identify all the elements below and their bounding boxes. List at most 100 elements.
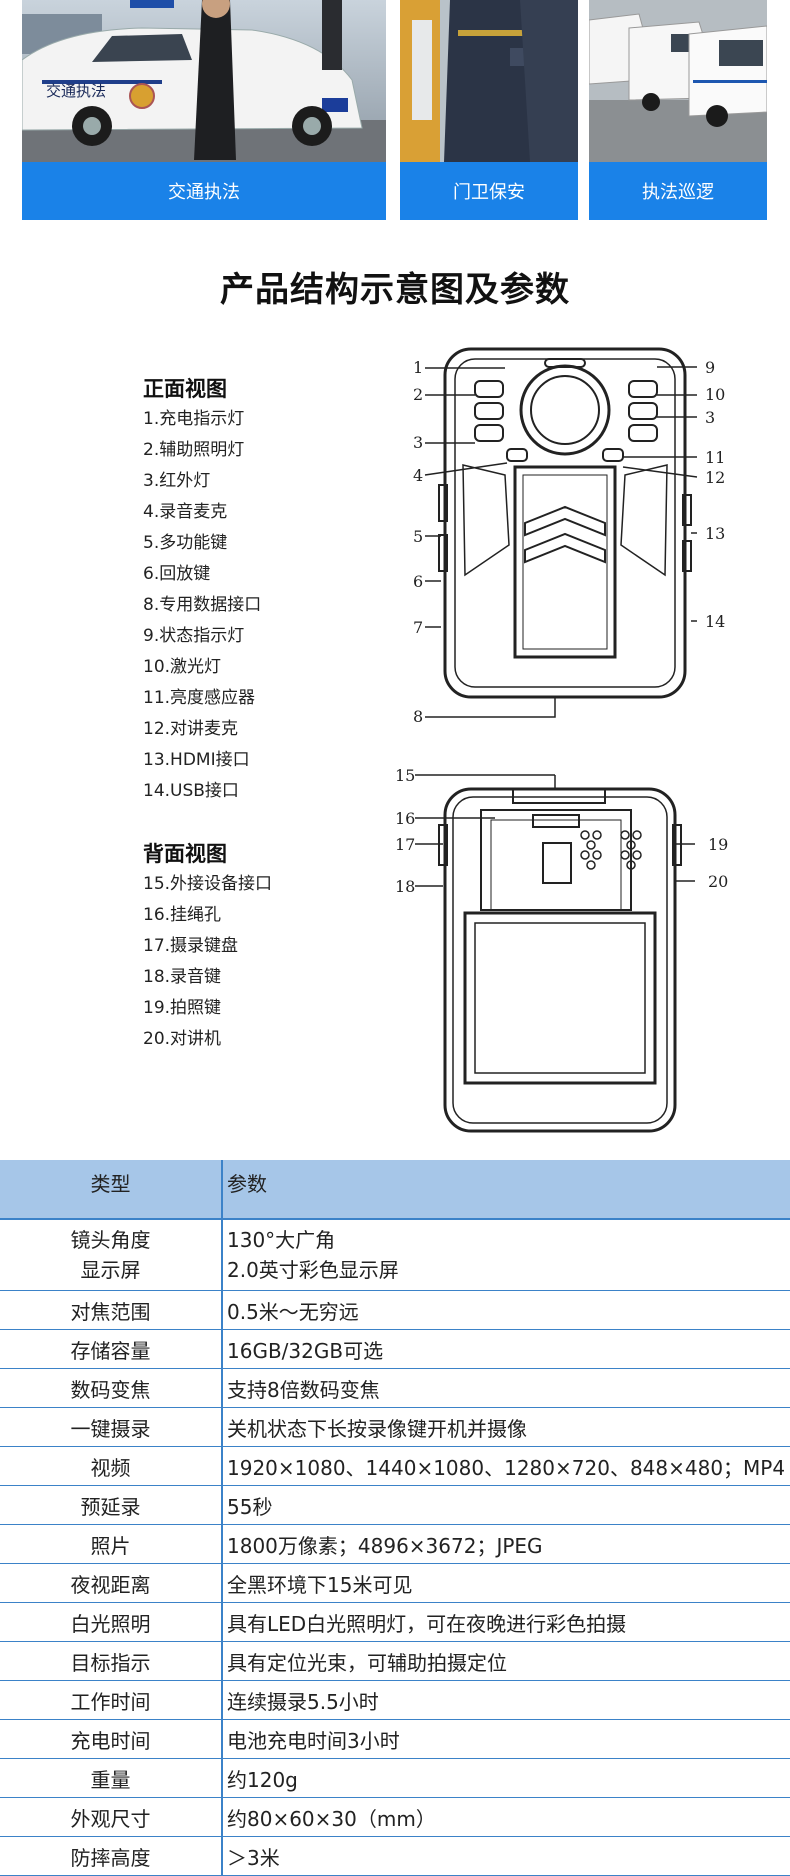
list-item: 20.对讲机: [143, 1029, 222, 1049]
row-value: 1920×1080、1440×1080、1280×720、848×480；MP4: [222, 1446, 790, 1486]
list-item: 5.多功能键: [143, 533, 228, 553]
front-view-title: 正面视图: [143, 377, 227, 401]
callout-label: 7: [413, 618, 423, 637]
row-key: 存储容量: [0, 1329, 223, 1369]
scene-card-patrol: 执法巡逻: [589, 0, 767, 220]
callout-label: 17: [395, 835, 415, 854]
list-item: 9.状态指示灯: [143, 626, 245, 646]
row-value: 16GB/32GB可选: [222, 1329, 790, 1369]
row-key: 白光照明: [0, 1602, 223, 1642]
header-key: 类型: [0, 1160, 223, 1220]
list-item: 14.USB接口: [143, 781, 239, 801]
table-row: 镜头角度 显示屏 130°大广角 2.0英寸彩色显示屏: [0, 1219, 790, 1291]
callout-label: 19: [708, 835, 728, 854]
callout-label: 16: [395, 809, 415, 828]
callout-label: 20: [708, 872, 728, 891]
row-value: 支持8倍数码变焦: [222, 1368, 790, 1408]
callout-label: 10: [705, 385, 725, 404]
callout-label: 12: [705, 468, 725, 487]
callout-label: 9: [705, 358, 715, 377]
table-row: 一键摄录关机状态下长按录像键开机并摄像: [0, 1407, 790, 1447]
callout-label: 4: [413, 466, 423, 485]
scene-label: 交通执法: [22, 162, 386, 220]
table-row: 外观尺寸约80×60×30（mm）: [0, 1797, 790, 1837]
list-item: 10.激光灯: [143, 657, 222, 677]
list-item: 18.录音键: [143, 967, 222, 987]
row-value: 全黑环境下15米可见: [222, 1563, 790, 1603]
header-value: 参数: [222, 1160, 790, 1220]
callout-label: 6: [413, 572, 423, 591]
scene-card-traffic: 交通执法: [22, 0, 386, 220]
security-guard-photo: [400, 0, 578, 162]
callout-label: 18: [395, 877, 415, 896]
list-item: 8.专用数据接口: [143, 595, 262, 615]
callout-label: 3: [705, 408, 715, 427]
row-value: 1800万像素；4896×3672；JPEG: [222, 1524, 790, 1564]
table-row: 数码变焦支持8倍数码变焦: [0, 1368, 790, 1408]
row-key: 照片: [0, 1524, 223, 1564]
row-key: 视频: [0, 1446, 223, 1486]
callout-label: 8: [413, 707, 423, 726]
table-row: 重量约120g: [0, 1758, 790, 1798]
list-item: 19.拍照键: [143, 998, 222, 1018]
row-value: 具有LED白光照明灯，可在夜晚进行彩色拍摄: [222, 1602, 790, 1642]
row-value: ＞3米: [222, 1836, 790, 1876]
row-value: 连续摄录5.5小时: [222, 1680, 790, 1720]
list-item: 12.对讲麦克: [143, 719, 239, 739]
list-item: 16.挂绳孔: [143, 905, 222, 925]
list-item: 1.充电指示灯: [143, 409, 245, 429]
callout-label: 15: [395, 766, 415, 785]
row-value: 约80×60×30（mm）: [222, 1797, 790, 1837]
row-key: 显示屏: [80, 1258, 141, 1282]
callout-label: 11: [705, 448, 725, 467]
scene-label: 执法巡逻: [589, 162, 767, 220]
patrol-vans-photo: [589, 0, 767, 162]
list-item: 2.辅助照明灯: [143, 440, 245, 460]
scene-label: 门卫保安: [400, 162, 578, 220]
row-value: 电池充电时间3小时: [222, 1719, 790, 1759]
front-view-list: 1.充电指示灯 2.辅助照明灯 3.红外灯 4.录音麦克 5.多功能键 6.回放…: [143, 404, 261, 807]
row-key: 防摔高度: [0, 1836, 223, 1876]
callout-label: 3: [413, 433, 423, 452]
row-value: 关机状态下长按录像键开机并摄像: [222, 1407, 790, 1447]
table-row: 充电时间电池充电时间3小时: [0, 1719, 790, 1759]
table-row: 工作时间连续摄录5.5小时: [0, 1680, 790, 1720]
row-key: 镜头角度: [70, 1228, 151, 1252]
list-item: 17.摄录键盘: [143, 936, 239, 956]
table-row: 防摔高度＞3米: [0, 1836, 790, 1876]
row-value: 55秒: [222, 1485, 790, 1525]
table-row: 目标指示具有定位光束，可辅助拍摄定位: [0, 1641, 790, 1681]
section-title: 产品结构示意图及参数: [220, 270, 570, 310]
row-value: 130°大广角: [227, 1228, 336, 1252]
row-key: 外观尺寸: [0, 1797, 223, 1837]
row-key: 夜视距离: [0, 1563, 223, 1603]
list-item: 13.HDMI接口: [143, 750, 250, 770]
callout-label: 2: [413, 385, 423, 404]
callout-label: 13: [705, 524, 725, 543]
row-value: 具有定位光束，可辅助拍摄定位: [222, 1641, 790, 1681]
row-value: 2.0英寸彩色显示屏: [227, 1258, 399, 1282]
car-door-text: 交通执法: [46, 82, 107, 100]
traffic-police-photo: [22, 0, 386, 162]
row-key: 充电时间: [0, 1719, 223, 1759]
table-row: 白光照明具有LED白光照明灯，可在夜晚进行彩色拍摄: [0, 1602, 790, 1642]
row-value: 约120g: [222, 1758, 790, 1798]
row-key: 一键摄录: [0, 1407, 223, 1447]
row-key: 预延录: [0, 1485, 223, 1525]
callout-label: 1: [413, 358, 423, 377]
list-item: 15.外接设备接口: [143, 874, 273, 894]
row-key: 数码变焦: [0, 1368, 223, 1408]
list-item: 3.红外灯: [143, 471, 211, 491]
list-item: 4.录音麦克: [143, 502, 228, 522]
back-view-title: 背面视图: [143, 842, 227, 866]
front-view-diagram: 1 2 3 4 5 6 7 8 9 10 3 11 12 13 14: [413, 347, 725, 726]
back-view-diagram: 15 16 17 18 19 20: [395, 766, 728, 1133]
callout-label: 14: [705, 612, 725, 631]
row-value: 0.5米～无穷远: [222, 1290, 790, 1330]
row-key: 重量: [0, 1758, 223, 1798]
